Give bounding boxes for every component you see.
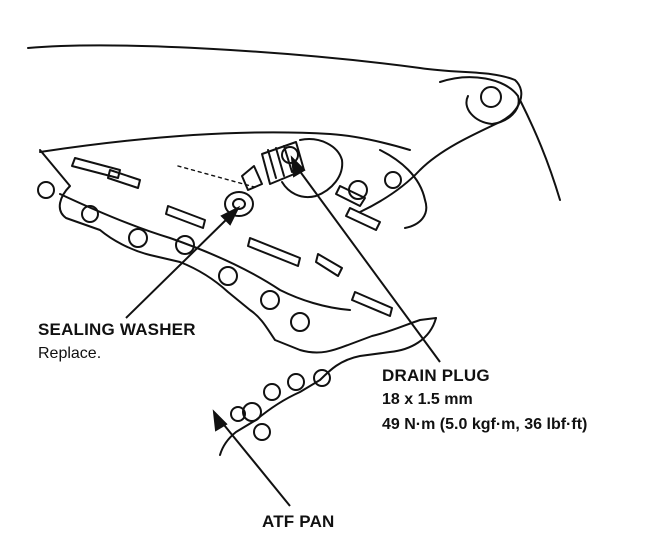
case-rib xyxy=(379,149,428,229)
drain-plug-leader-arrowhead xyxy=(290,155,306,178)
drain-plug-leader-line xyxy=(295,165,441,363)
pan-leader-arrowhead xyxy=(212,409,228,432)
drain-plug-torque: 49 N·m (5.0 kgf·m, 36 lbf·ft) xyxy=(382,416,588,433)
case-right-edge xyxy=(519,99,561,201)
flange-bolt-holes xyxy=(37,171,402,441)
drain-plug-size: 18 x 1.5 mm xyxy=(382,391,473,408)
drain-boss xyxy=(281,138,344,198)
pan-lower-outline xyxy=(219,317,437,456)
washer-leader-arrowhead xyxy=(220,205,241,226)
plug-axis-line xyxy=(177,165,259,189)
pan-flange-outline xyxy=(39,149,437,354)
sealing-washer-label: SEALING WASHER xyxy=(38,320,196,339)
sealing-washer xyxy=(224,191,254,217)
case-upper-outline xyxy=(27,44,523,213)
case-vent-slots xyxy=(71,157,393,317)
sealing-washer-note: Replace. xyxy=(38,345,102,362)
drain-plug-label: DRAIN PLUG xyxy=(382,366,490,385)
housing-bolt-hole xyxy=(480,86,502,108)
atf-pan-label: ATF PAN xyxy=(262,512,335,531)
pan-lip xyxy=(59,193,351,311)
washer-leader-line xyxy=(125,213,233,319)
housing-boss xyxy=(439,76,520,125)
case-lower-outline xyxy=(39,131,411,153)
pan-leader-line xyxy=(219,419,291,507)
